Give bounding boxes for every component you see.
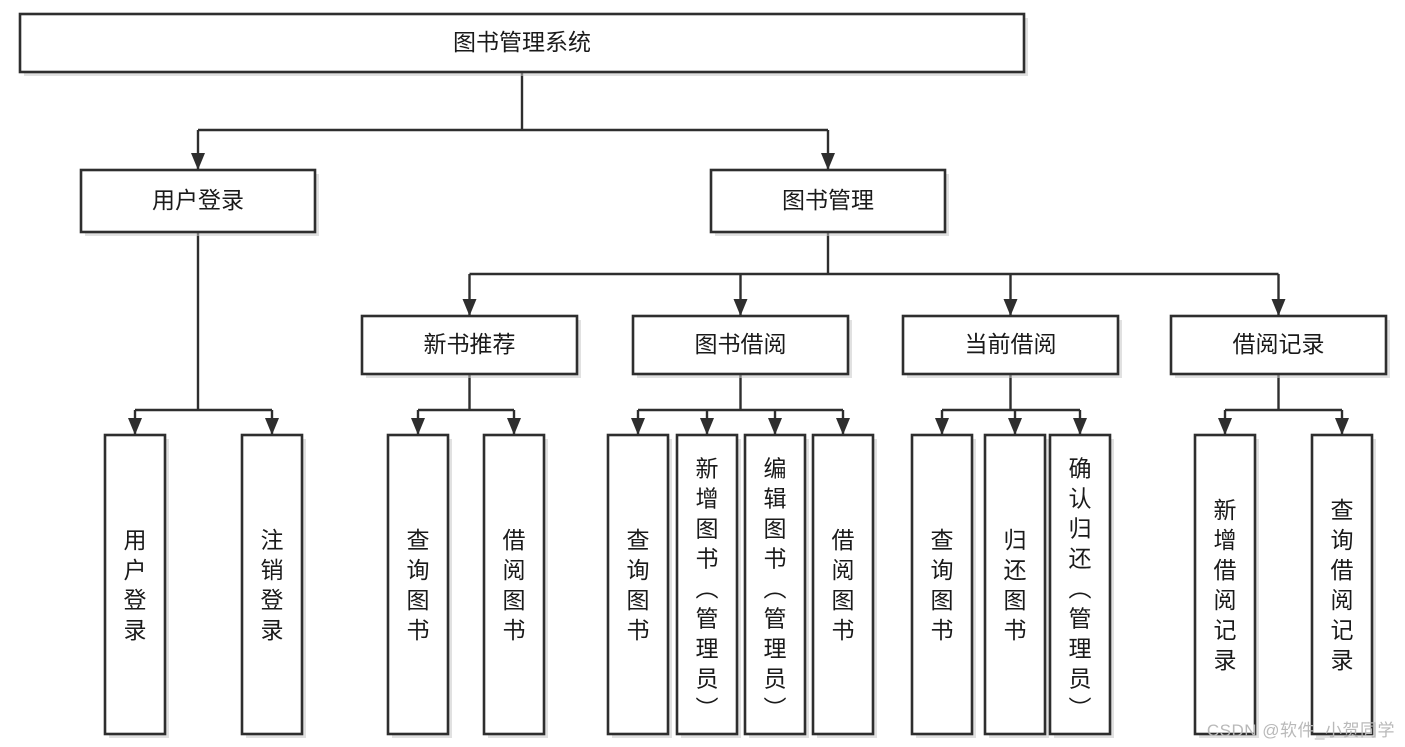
node-box[interactable]	[1310, 433, 1374, 736]
node-label: 用户登录	[124, 527, 147, 643]
node-label: 用户登录	[152, 187, 244, 213]
node-box[interactable]	[386, 433, 450, 736]
node-box[interactable]	[983, 433, 1047, 736]
node-label: 当前借阅	[965, 331, 1057, 357]
node-label: 借阅图书	[503, 527, 526, 643]
node-box[interactable]	[1048, 433, 1112, 736]
node-leaf-br-query[interactable]: 查询借阅记录	[1310, 433, 1376, 738]
arrow-head-icon	[1008, 418, 1022, 435]
arrow-head-icon	[462, 299, 477, 316]
node-label: 查询图书	[931, 527, 954, 643]
edge-group-user-login	[128, 232, 279, 435]
arrow-head-icon	[411, 418, 425, 435]
node-box[interactable]	[631, 314, 850, 376]
node-label: 查询图书	[627, 527, 650, 643]
edge-group-book-borrow	[631, 374, 850, 435]
node-label: 编辑图书︵管理员︶	[764, 455, 787, 721]
node-box[interactable]	[103, 433, 167, 736]
node-book-borrow[interactable]: 图书借阅	[631, 314, 852, 378]
node-label: 查询借阅记录	[1331, 497, 1354, 673]
node-label: 新书推荐	[424, 331, 516, 357]
edge-group-book-manage	[462, 232, 1286, 316]
node-label: 借阅图书	[832, 527, 855, 643]
edge-group-borrow-record	[1218, 374, 1349, 435]
node-label: 确认归还︵管理员︶	[1069, 455, 1092, 721]
arrow-head-icon	[507, 418, 521, 435]
node-box[interactable]	[482, 433, 546, 736]
node-leaf-br-add[interactable]: 新增借阅记录	[1193, 433, 1259, 738]
arrow-head-icon	[191, 153, 205, 170]
edge-group-new-book-rec	[411, 374, 521, 435]
node-leaf-user-logout[interactable]: 注销登录	[240, 433, 306, 738]
node-leaf-bb-add[interactable]: 新增图书︵管理员︶	[675, 433, 741, 738]
arrow-head-icon	[700, 418, 714, 435]
node-book-manage[interactable]: 图书管理	[709, 168, 949, 236]
node-leaf-cb-query[interactable]: 查询图书	[910, 433, 976, 738]
arrow-head-icon	[733, 299, 748, 316]
edge-group-root	[191, 72, 835, 170]
node-box[interactable]	[675, 433, 739, 736]
arrow-head-icon	[836, 418, 850, 435]
node-label: 图书借阅	[695, 331, 787, 357]
node-leaf-user-login[interactable]: 用户登录	[103, 433, 169, 738]
node-box[interactable]	[811, 433, 875, 736]
node-box[interactable]	[709, 168, 947, 234]
node-label: 新增借阅记录	[1214, 497, 1237, 673]
node-box[interactable]	[743, 433, 807, 736]
node-label: 新增图书︵管理员︶	[696, 455, 719, 721]
arrow-head-icon	[631, 418, 645, 435]
node-label: 借阅记录	[1233, 331, 1325, 357]
node-box[interactable]	[1169, 314, 1388, 376]
node-label: 查询图书	[407, 527, 430, 643]
node-new-book-rec[interactable]: 新书推荐	[360, 314, 581, 378]
node-box[interactable]	[606, 433, 670, 736]
arrow-head-icon	[821, 153, 835, 170]
arrow-head-icon	[1073, 418, 1087, 435]
node-leaf-cb-return[interactable]: 归还图书	[983, 433, 1049, 738]
node-box[interactable]	[910, 433, 974, 736]
node-box[interactable]	[1193, 433, 1257, 736]
node-leaf-bb-borrow[interactable]: 借阅图书	[811, 433, 877, 738]
nodes-layer: 图书管理系统用户登录图书管理新书推荐图书借阅当前借阅借阅记录用户登录注销登录查询…	[18, 12, 1390, 738]
arrow-head-icon	[935, 418, 949, 435]
node-leaf-bb-query[interactable]: 查询图书	[606, 433, 672, 738]
arrow-head-icon	[265, 418, 279, 435]
node-leaf-rec-borrow[interactable]: 借阅图书	[482, 433, 548, 738]
arrow-head-icon	[1271, 299, 1286, 316]
connectors-layer	[128, 72, 1349, 435]
node-user-login[interactable]: 用户登录	[79, 168, 319, 236]
arrow-head-icon	[1218, 418, 1232, 435]
arrow-head-icon	[128, 418, 142, 435]
node-current-borrow[interactable]: 当前借阅	[901, 314, 1122, 378]
node-root[interactable]: 图书管理系统	[18, 12, 1028, 76]
node-leaf-rec-query[interactable]: 查询图书	[386, 433, 452, 738]
node-box[interactable]	[240, 433, 304, 736]
node-leaf-cb-confirm[interactable]: 确认归还︵管理员︶	[1048, 433, 1114, 738]
node-label: 图书管理系统	[453, 29, 591, 55]
node-borrow-record[interactable]: 借阅记录	[1169, 314, 1390, 378]
node-box[interactable]	[18, 12, 1026, 74]
node-box[interactable]	[360, 314, 579, 376]
arrow-head-icon	[1003, 299, 1018, 316]
node-label: 注销登录	[261, 527, 284, 643]
edge-group-current-borrow	[935, 374, 1087, 435]
node-label: 图书管理	[782, 187, 874, 213]
node-label: 归还图书	[1004, 527, 1027, 643]
node-leaf-bb-edit[interactable]: 编辑图书︵管理员︶	[743, 433, 809, 738]
node-box[interactable]	[79, 168, 317, 234]
arrow-head-icon	[1335, 418, 1349, 435]
arrow-head-icon	[768, 418, 782, 435]
node-box[interactable]	[901, 314, 1120, 376]
